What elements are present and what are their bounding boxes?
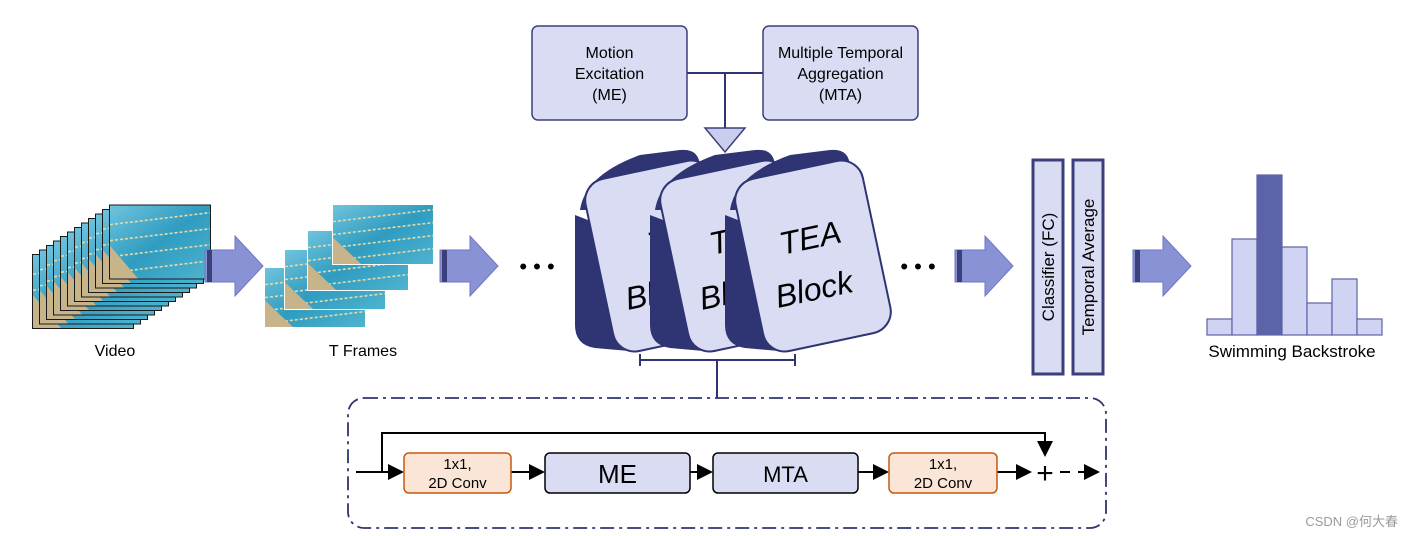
block-arrow-icon xyxy=(954,234,1014,298)
conv1-box xyxy=(403,452,512,494)
temporal-average-label: Temporal Average xyxy=(1079,199,1098,336)
t-frames-label: T Frames xyxy=(329,343,397,360)
conv2-line2: 2D Conv xyxy=(914,475,973,492)
histogram-bar xyxy=(1231,238,1258,336)
plus-icon: + xyxy=(1036,457,1054,490)
temporal-average-box xyxy=(1071,158,1105,376)
ellipsis-icon: • • • xyxy=(900,254,935,279)
mta-top-line2: Aggregation xyxy=(797,66,883,83)
me-top-line1: Motion xyxy=(585,45,633,62)
output-histogram xyxy=(1206,174,1383,336)
conv1-line1: 1x1, xyxy=(443,456,471,473)
mta-label: MTA xyxy=(763,462,808,487)
expansion-bracket xyxy=(639,354,796,398)
output-label: Swimming Backstroke xyxy=(1208,342,1375,361)
block-arrow-icon xyxy=(439,234,499,298)
conv2-box xyxy=(888,452,998,494)
histogram-bar xyxy=(1206,318,1233,336)
classifier-label: Classifier (FC) xyxy=(1039,213,1058,322)
tea-detail-lines xyxy=(356,432,1100,480)
down-triangle-icon xyxy=(703,127,747,154)
histogram-bar xyxy=(1256,174,1283,336)
video-frame-12 xyxy=(109,205,211,279)
mta-top-line3: (MTA) xyxy=(819,87,862,104)
video-label: Video xyxy=(95,343,136,360)
histogram-bar xyxy=(1356,318,1383,336)
t-frame-4 xyxy=(332,205,434,264)
ellipsis-icon: • • • xyxy=(519,254,554,279)
mta-top-line1: Multiple Temporal xyxy=(778,45,903,62)
classifier-box xyxy=(1031,158,1065,376)
histogram-bar xyxy=(1281,246,1308,336)
video-frames-stack xyxy=(32,204,211,329)
conv1-line2: 2D Conv xyxy=(428,475,487,492)
mta-box xyxy=(712,452,859,494)
histogram-bar xyxy=(1306,302,1333,336)
conv2-line1: 1x1, xyxy=(929,456,957,473)
me-label: ME xyxy=(598,459,637,489)
me-top-line2: Excitation xyxy=(575,66,644,83)
block-arrow-icon xyxy=(204,234,264,298)
t-frames-group xyxy=(264,204,434,328)
block-arrow-icon xyxy=(1132,234,1192,298)
me-top-line3: (ME) xyxy=(592,87,627,104)
tea-detail-frame xyxy=(347,397,1107,529)
watermark: CSDN @何大春 xyxy=(1305,514,1398,529)
histogram-bar xyxy=(1331,278,1358,336)
me-box xyxy=(544,452,691,494)
tea-block-3: TEA Block xyxy=(725,149,892,353)
top-connector xyxy=(687,72,763,128)
